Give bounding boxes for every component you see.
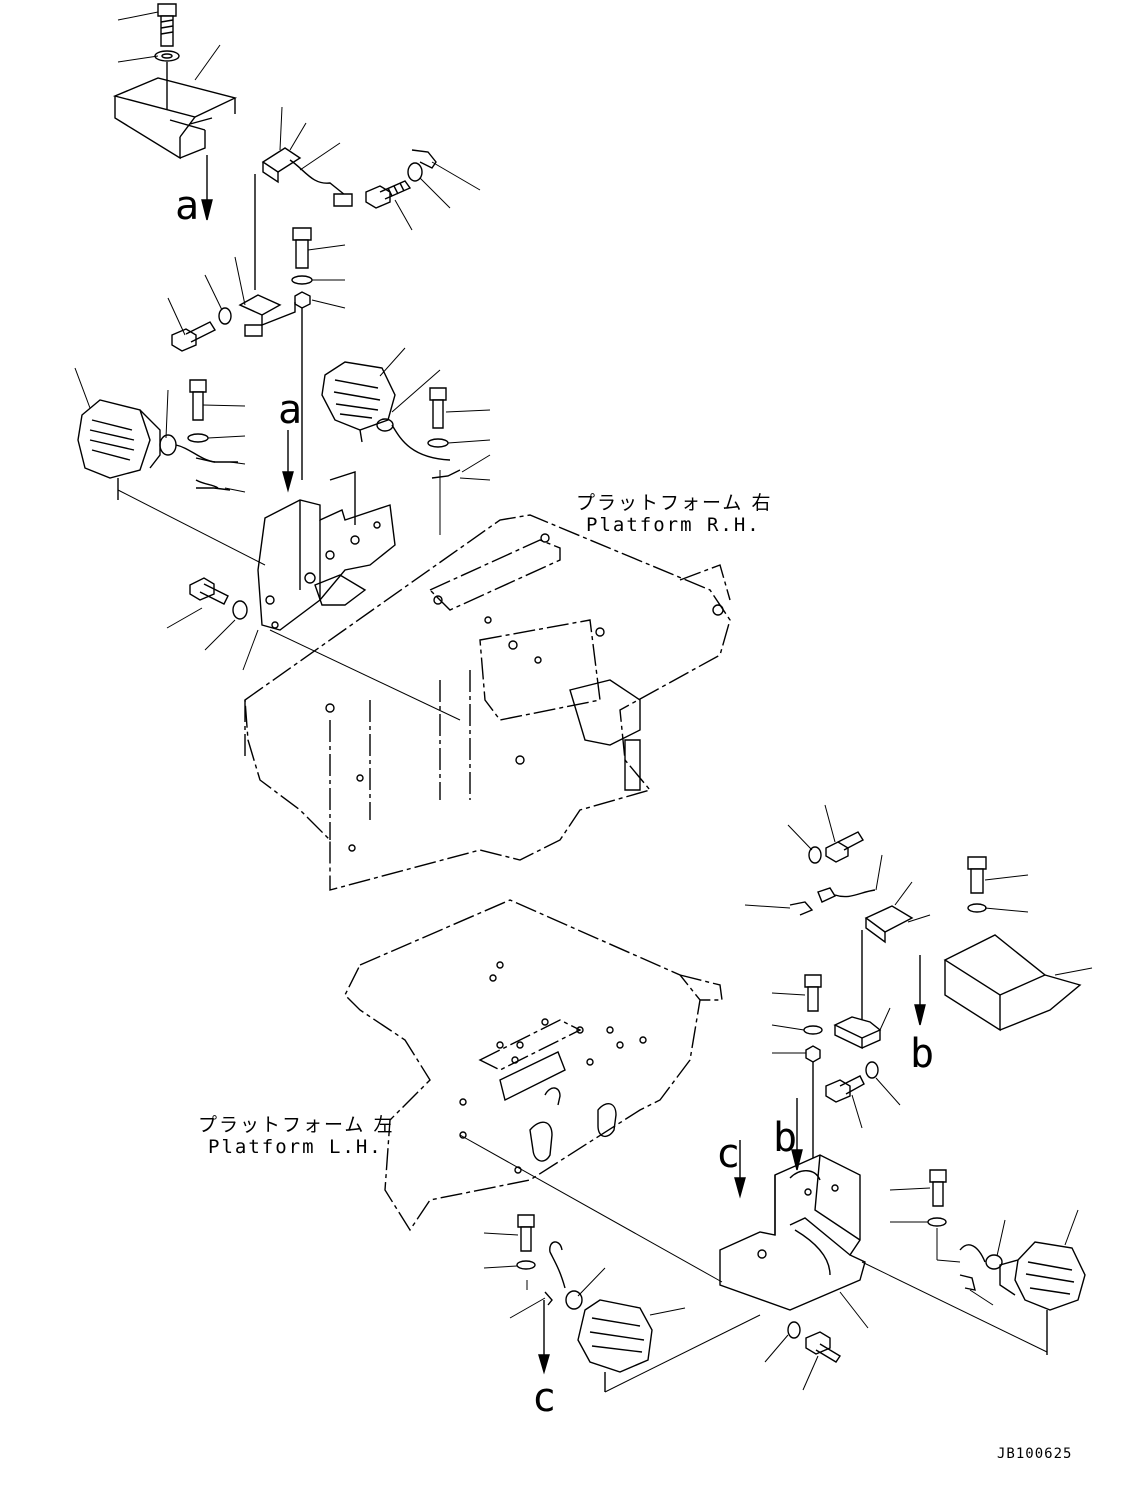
arrow-a-top bbox=[202, 155, 212, 220]
arrow-a-mid bbox=[283, 430, 293, 490]
washer-lower-small bbox=[804, 1026, 822, 1034]
bolt-mid bbox=[293, 228, 311, 268]
drawing-code: JB100625 bbox=[997, 1446, 1073, 1462]
switch-bracket bbox=[240, 295, 295, 336]
washer-bracket-upper bbox=[233, 601, 247, 619]
platform-rh-label-jp: プラットフォーム 右 bbox=[576, 492, 773, 514]
work-lamp-right-lower bbox=[986, 1242, 1085, 1355]
washer-cover-lower bbox=[968, 904, 986, 912]
nut-mid bbox=[295, 292, 310, 308]
sensor-switch bbox=[255, 148, 352, 290]
lamp-bracket-upper bbox=[258, 472, 395, 630]
bolt-lamp-lower-left bbox=[518, 1215, 534, 1251]
washer-top bbox=[155, 51, 179, 61]
bolt-lower-top bbox=[826, 832, 863, 862]
sensor-switch-lower bbox=[818, 888, 912, 1030]
platform-rh bbox=[245, 515, 730, 890]
work-lamp-left-upper bbox=[78, 400, 215, 500]
washer-lamp-right bbox=[428, 439, 448, 447]
switch-bracket-lower bbox=[835, 1017, 880, 1048]
washer-upper-right bbox=[408, 163, 422, 181]
cover-lower bbox=[945, 935, 1080, 1030]
bolt-lower-side bbox=[826, 1076, 864, 1102]
leader-lines-lower bbox=[460, 805, 1092, 1392]
lamp-bracket-lower bbox=[720, 1155, 865, 1310]
nut-lower-small bbox=[806, 1046, 820, 1062]
bolt-lower-small bbox=[805, 975, 821, 1011]
washer-mid bbox=[292, 276, 312, 284]
bolt-left-mid bbox=[172, 322, 215, 351]
arrow-c-upper bbox=[735, 1140, 745, 1196]
arrow-c-lower bbox=[539, 1300, 549, 1372]
platform-lh bbox=[345, 900, 722, 1230]
terminal-lamp-lower-left bbox=[545, 1242, 565, 1305]
platform-rh-details bbox=[326, 534, 723, 851]
terminal-lamp-lower-right bbox=[960, 1245, 985, 1290]
bolt-bracket-lower bbox=[806, 1332, 840, 1362]
bolt-lamp-left bbox=[190, 380, 206, 420]
leader-lines-upper bbox=[75, 12, 490, 720]
work-lamp-left-lower bbox=[566, 1291, 652, 1392]
reference-letter-c-lower: c bbox=[532, 1375, 557, 1421]
washer-left-mid bbox=[219, 308, 231, 324]
washer-lamp-lower-right bbox=[928, 1218, 946, 1226]
reference-letter-a-top: a bbox=[175, 183, 200, 229]
terminal-upper-right bbox=[412, 150, 436, 168]
terminal-lower-top bbox=[790, 902, 812, 915]
platform-lh-details bbox=[460, 962, 646, 1173]
washer-lower-top bbox=[809, 847, 821, 863]
bolt-bracket-upper bbox=[190, 578, 228, 604]
washer-lamp-lower-left bbox=[517, 1261, 535, 1269]
terminal-lamp-left bbox=[196, 458, 238, 490]
reference-letter-c-upper: c bbox=[716, 1131, 741, 1177]
washer-lamp-left bbox=[188, 434, 208, 442]
bolt-upper-right bbox=[366, 181, 410, 208]
terminal-lamp-right bbox=[432, 470, 460, 478]
washer-bracket-lower bbox=[788, 1322, 800, 1338]
reference-letter-b-mid: b bbox=[773, 1115, 798, 1161]
washer-lower-side bbox=[866, 1062, 878, 1078]
platform-lh-label-jp: プラットフォーム 左 bbox=[198, 1114, 395, 1136]
platform-lh-label-en: Platform L.H. bbox=[208, 1136, 383, 1158]
bolt-lamp-lower-right bbox=[930, 1170, 946, 1206]
arrow-b-mid bbox=[792, 1098, 802, 1170]
work-lamp-right-upper bbox=[322, 362, 450, 460]
bolt-top bbox=[158, 4, 176, 46]
reference-letter-a-mid: a bbox=[278, 387, 303, 433]
arrow-b-right bbox=[915, 955, 925, 1025]
reference-letter-b-right: b bbox=[910, 1031, 935, 1077]
cover-top bbox=[115, 62, 235, 158]
platform-rh-label-en: Platform R.H. bbox=[586, 514, 761, 536]
bolt-lamp-right bbox=[430, 388, 446, 428]
bolt-cover-lower bbox=[968, 857, 986, 893]
